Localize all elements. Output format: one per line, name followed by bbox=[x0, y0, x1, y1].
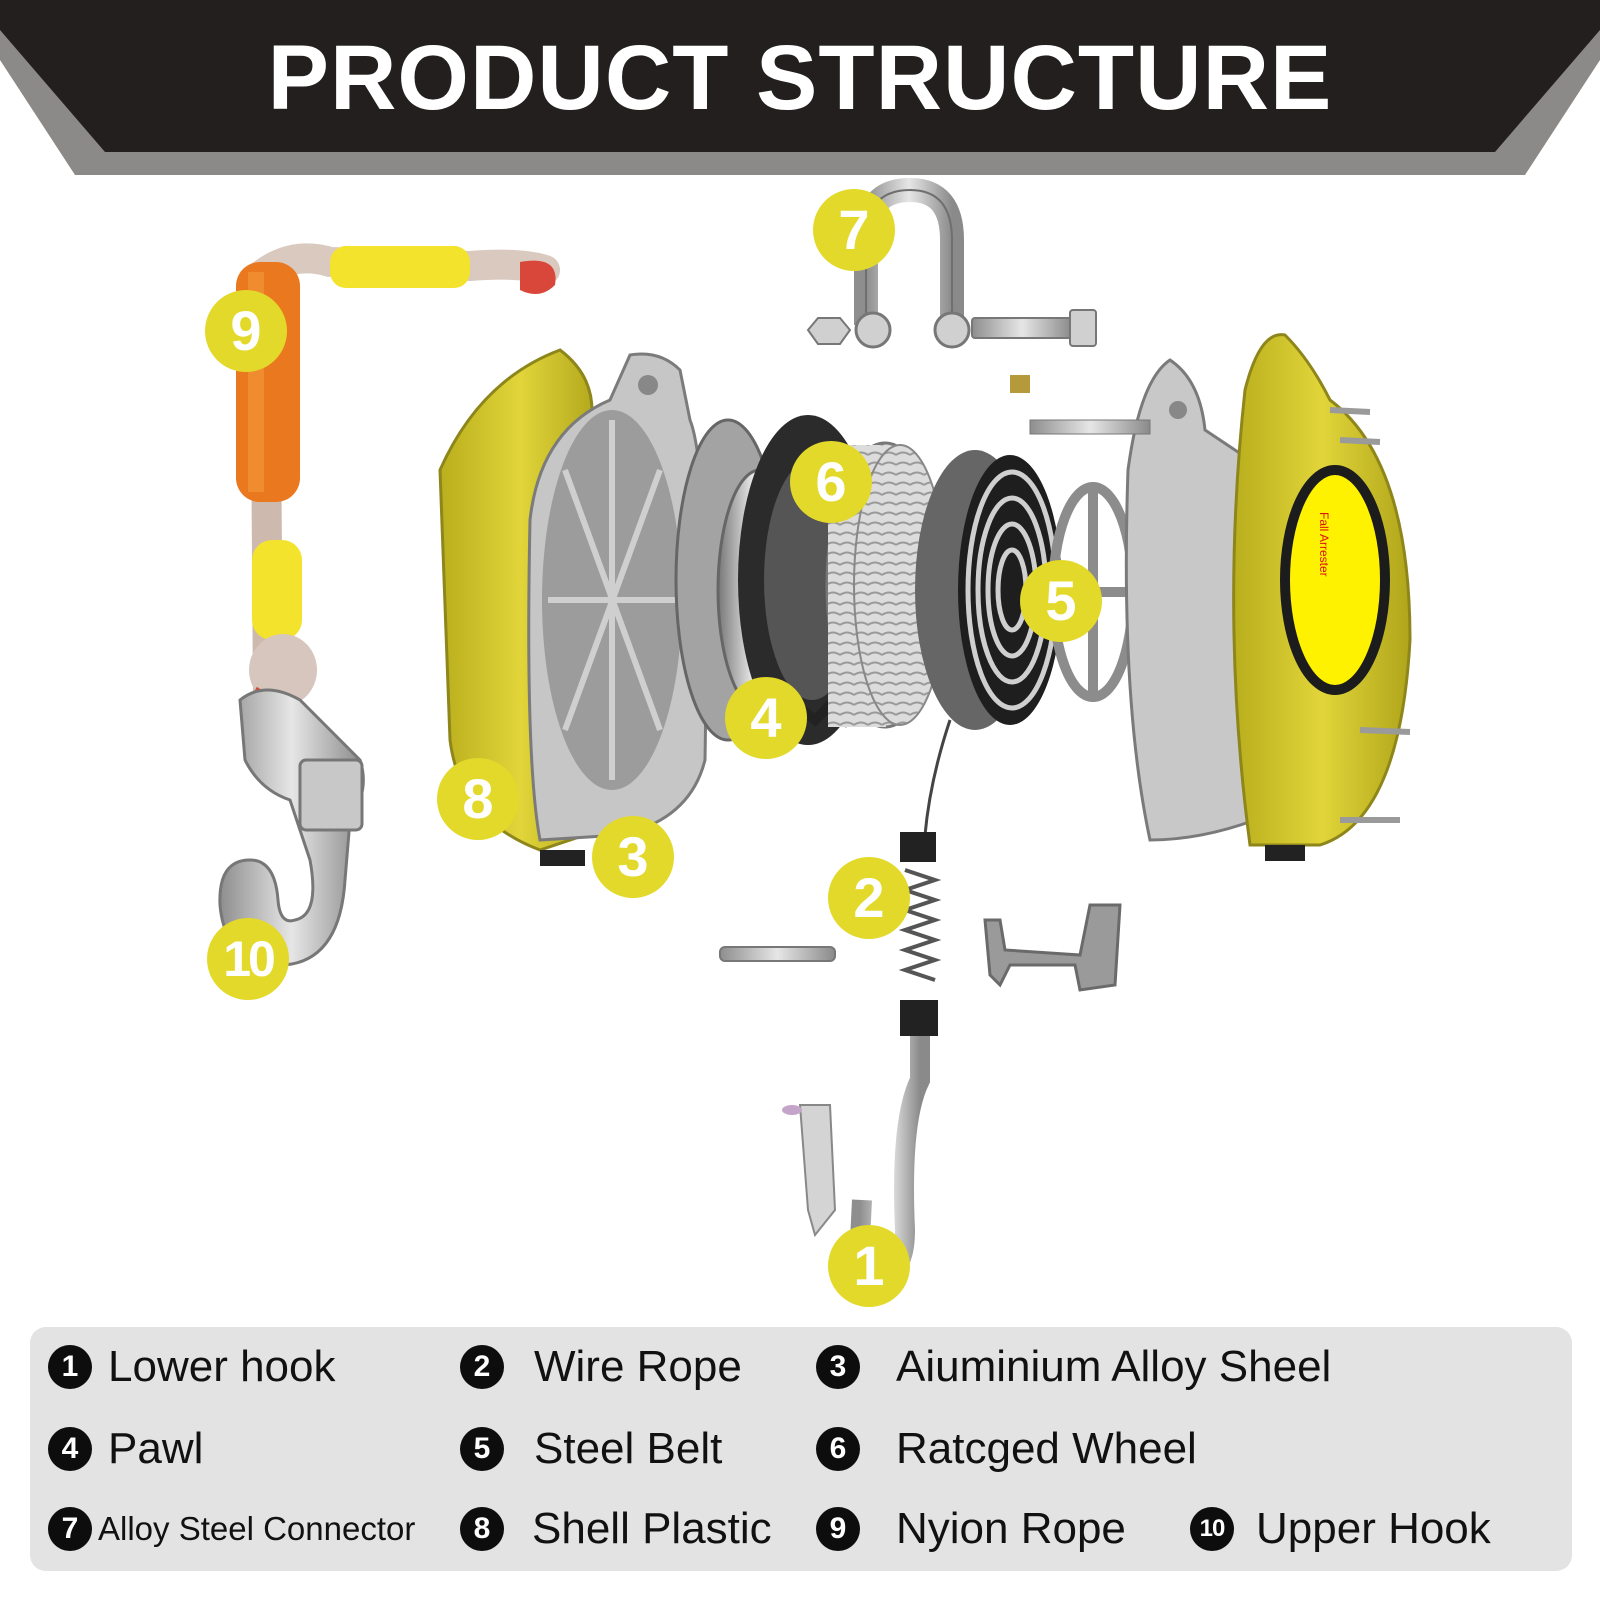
legend-item-10: 10 Upper Hook bbox=[1190, 1499, 1491, 1559]
legend-label-1: Lower hook bbox=[108, 1342, 336, 1391]
legend-number-10: 10 bbox=[1190, 1507, 1234, 1551]
legend-number-3: 3 bbox=[816, 1345, 860, 1389]
legend-item-1: 1 Lower hook bbox=[48, 1337, 335, 1397]
callout-2: 2 bbox=[828, 857, 910, 939]
callout-1: 1 bbox=[828, 1225, 910, 1307]
legend-number-1: 1 bbox=[48, 1345, 92, 1389]
legend-number-2: 2 bbox=[460, 1345, 504, 1389]
legend-item-6: 6 Ratcged Wheel bbox=[816, 1419, 1197, 1479]
callout-8: 8 bbox=[437, 758, 519, 840]
legend-number-9: 9 bbox=[816, 1507, 860, 1551]
device-label-title: Fall Arrester bbox=[1317, 512, 1331, 577]
callout-10: 10 bbox=[207, 918, 289, 1000]
legend-item-4: 4 Pawl bbox=[48, 1419, 203, 1479]
legend-label-4: Pawl bbox=[108, 1424, 204, 1473]
plastic-shell-right bbox=[1232, 333, 1412, 861]
callout-9: 9 bbox=[205, 290, 287, 372]
lower-hook-and-wire bbox=[782, 719, 952, 1281]
legend-item-9: 9 Nyion Rope bbox=[816, 1499, 1126, 1559]
loose-parts bbox=[719, 903, 1122, 992]
steel-belt-spring bbox=[915, 450, 1062, 730]
legend-label-3: Aiuminium Alloy Sheel bbox=[896, 1342, 1332, 1391]
legend-label-2: Wire Rope bbox=[534, 1342, 742, 1391]
legend-item-8: 8 Shell Plastic bbox=[460, 1499, 772, 1559]
callout-7: 7 bbox=[813, 189, 895, 271]
aluminium-shell bbox=[527, 352, 708, 842]
callout-3: 3 bbox=[592, 816, 674, 898]
legend-label-5: Steel Belt bbox=[534, 1424, 723, 1473]
legend-number-6: 6 bbox=[816, 1427, 860, 1471]
page-title: PRODUCT STRUCTURE bbox=[267, 27, 1333, 129]
legend-label-8: Shell Plastic bbox=[532, 1504, 772, 1553]
legend-number-5: 5 bbox=[460, 1427, 504, 1471]
legend-item-5: 5 Steel Belt bbox=[460, 1419, 722, 1479]
title-banner bbox=[0, 0, 1600, 175]
callout-5: 5 bbox=[1020, 560, 1102, 642]
callout-4: 4 bbox=[725, 677, 807, 759]
legend-label-6: Ratcged Wheel bbox=[896, 1424, 1197, 1473]
callout-6: 6 bbox=[790, 441, 872, 523]
legend-number-8: 8 bbox=[460, 1507, 504, 1551]
legend-item-2: 2 Wire Rope bbox=[460, 1337, 742, 1397]
legend-panel: 1 Lower hook 2 Wire Rope 3 Aiuminium All… bbox=[30, 1327, 1572, 1571]
upper-hook-illustration bbox=[218, 688, 365, 967]
legend-label-9: Nyion Rope bbox=[896, 1504, 1126, 1553]
legend-number-4: 4 bbox=[48, 1427, 92, 1471]
legend-label-10: Upper Hook bbox=[1256, 1504, 1491, 1553]
legend-label-7: Alloy Steel Connector bbox=[98, 1510, 416, 1547]
legend-item-3: 3 Aiuminium Alloy Sheel bbox=[816, 1337, 1331, 1397]
aluminium-shell-right bbox=[1124, 358, 1257, 842]
legend-item-7: 7 Alloy Steel Connector bbox=[48, 1499, 415, 1559]
legend-number-7: 7 bbox=[48, 1507, 92, 1551]
